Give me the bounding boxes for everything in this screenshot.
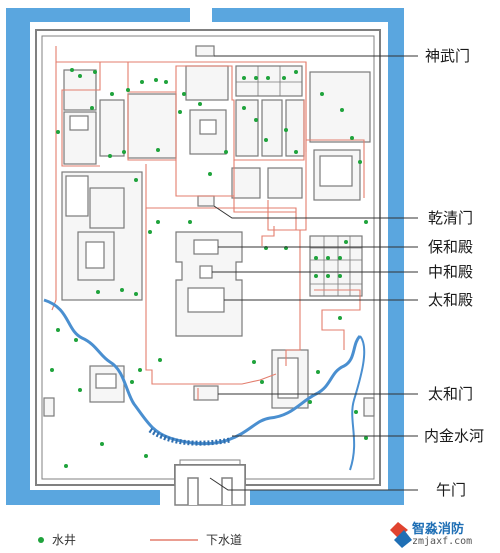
brand-url: zmjaxf.com <box>412 536 473 547</box>
legend-well-marker <box>38 537 44 543</box>
label-taihemen: 太和门 <box>428 385 474 403</box>
east-courtyard-grid <box>236 66 362 296</box>
legend-drain-label: 下水道 <box>206 533 243 547</box>
label-shenwumen: 神武门 <box>425 47 471 65</box>
brand-name: 智淼消防 <box>412 522 465 537</box>
brand-logo <box>390 522 412 548</box>
label-taihedian: 太和殿 <box>428 291 474 309</box>
label-qianqingmen: 乾清门 <box>428 209 474 227</box>
label-neijinshuihe: 内金水河 <box>424 427 485 445</box>
label-wumen: 午门 <box>436 481 467 499</box>
inner-golden-water-river <box>43 298 366 471</box>
wells <box>50 68 368 468</box>
brand-watermark: 智淼消防 zmjaxf.com <box>384 516 500 553</box>
drainage-network <box>51 46 365 400</box>
label-zhonghedian: 中和殿 <box>428 263 474 281</box>
buildings <box>43 45 375 417</box>
legend-well-label: 水井 <box>52 533 77 547</box>
wumen-gate <box>174 464 246 506</box>
leader-lines <box>209 55 418 491</box>
moat <box>6 8 404 505</box>
label-baohedian: 保和殿 <box>428 238 474 256</box>
